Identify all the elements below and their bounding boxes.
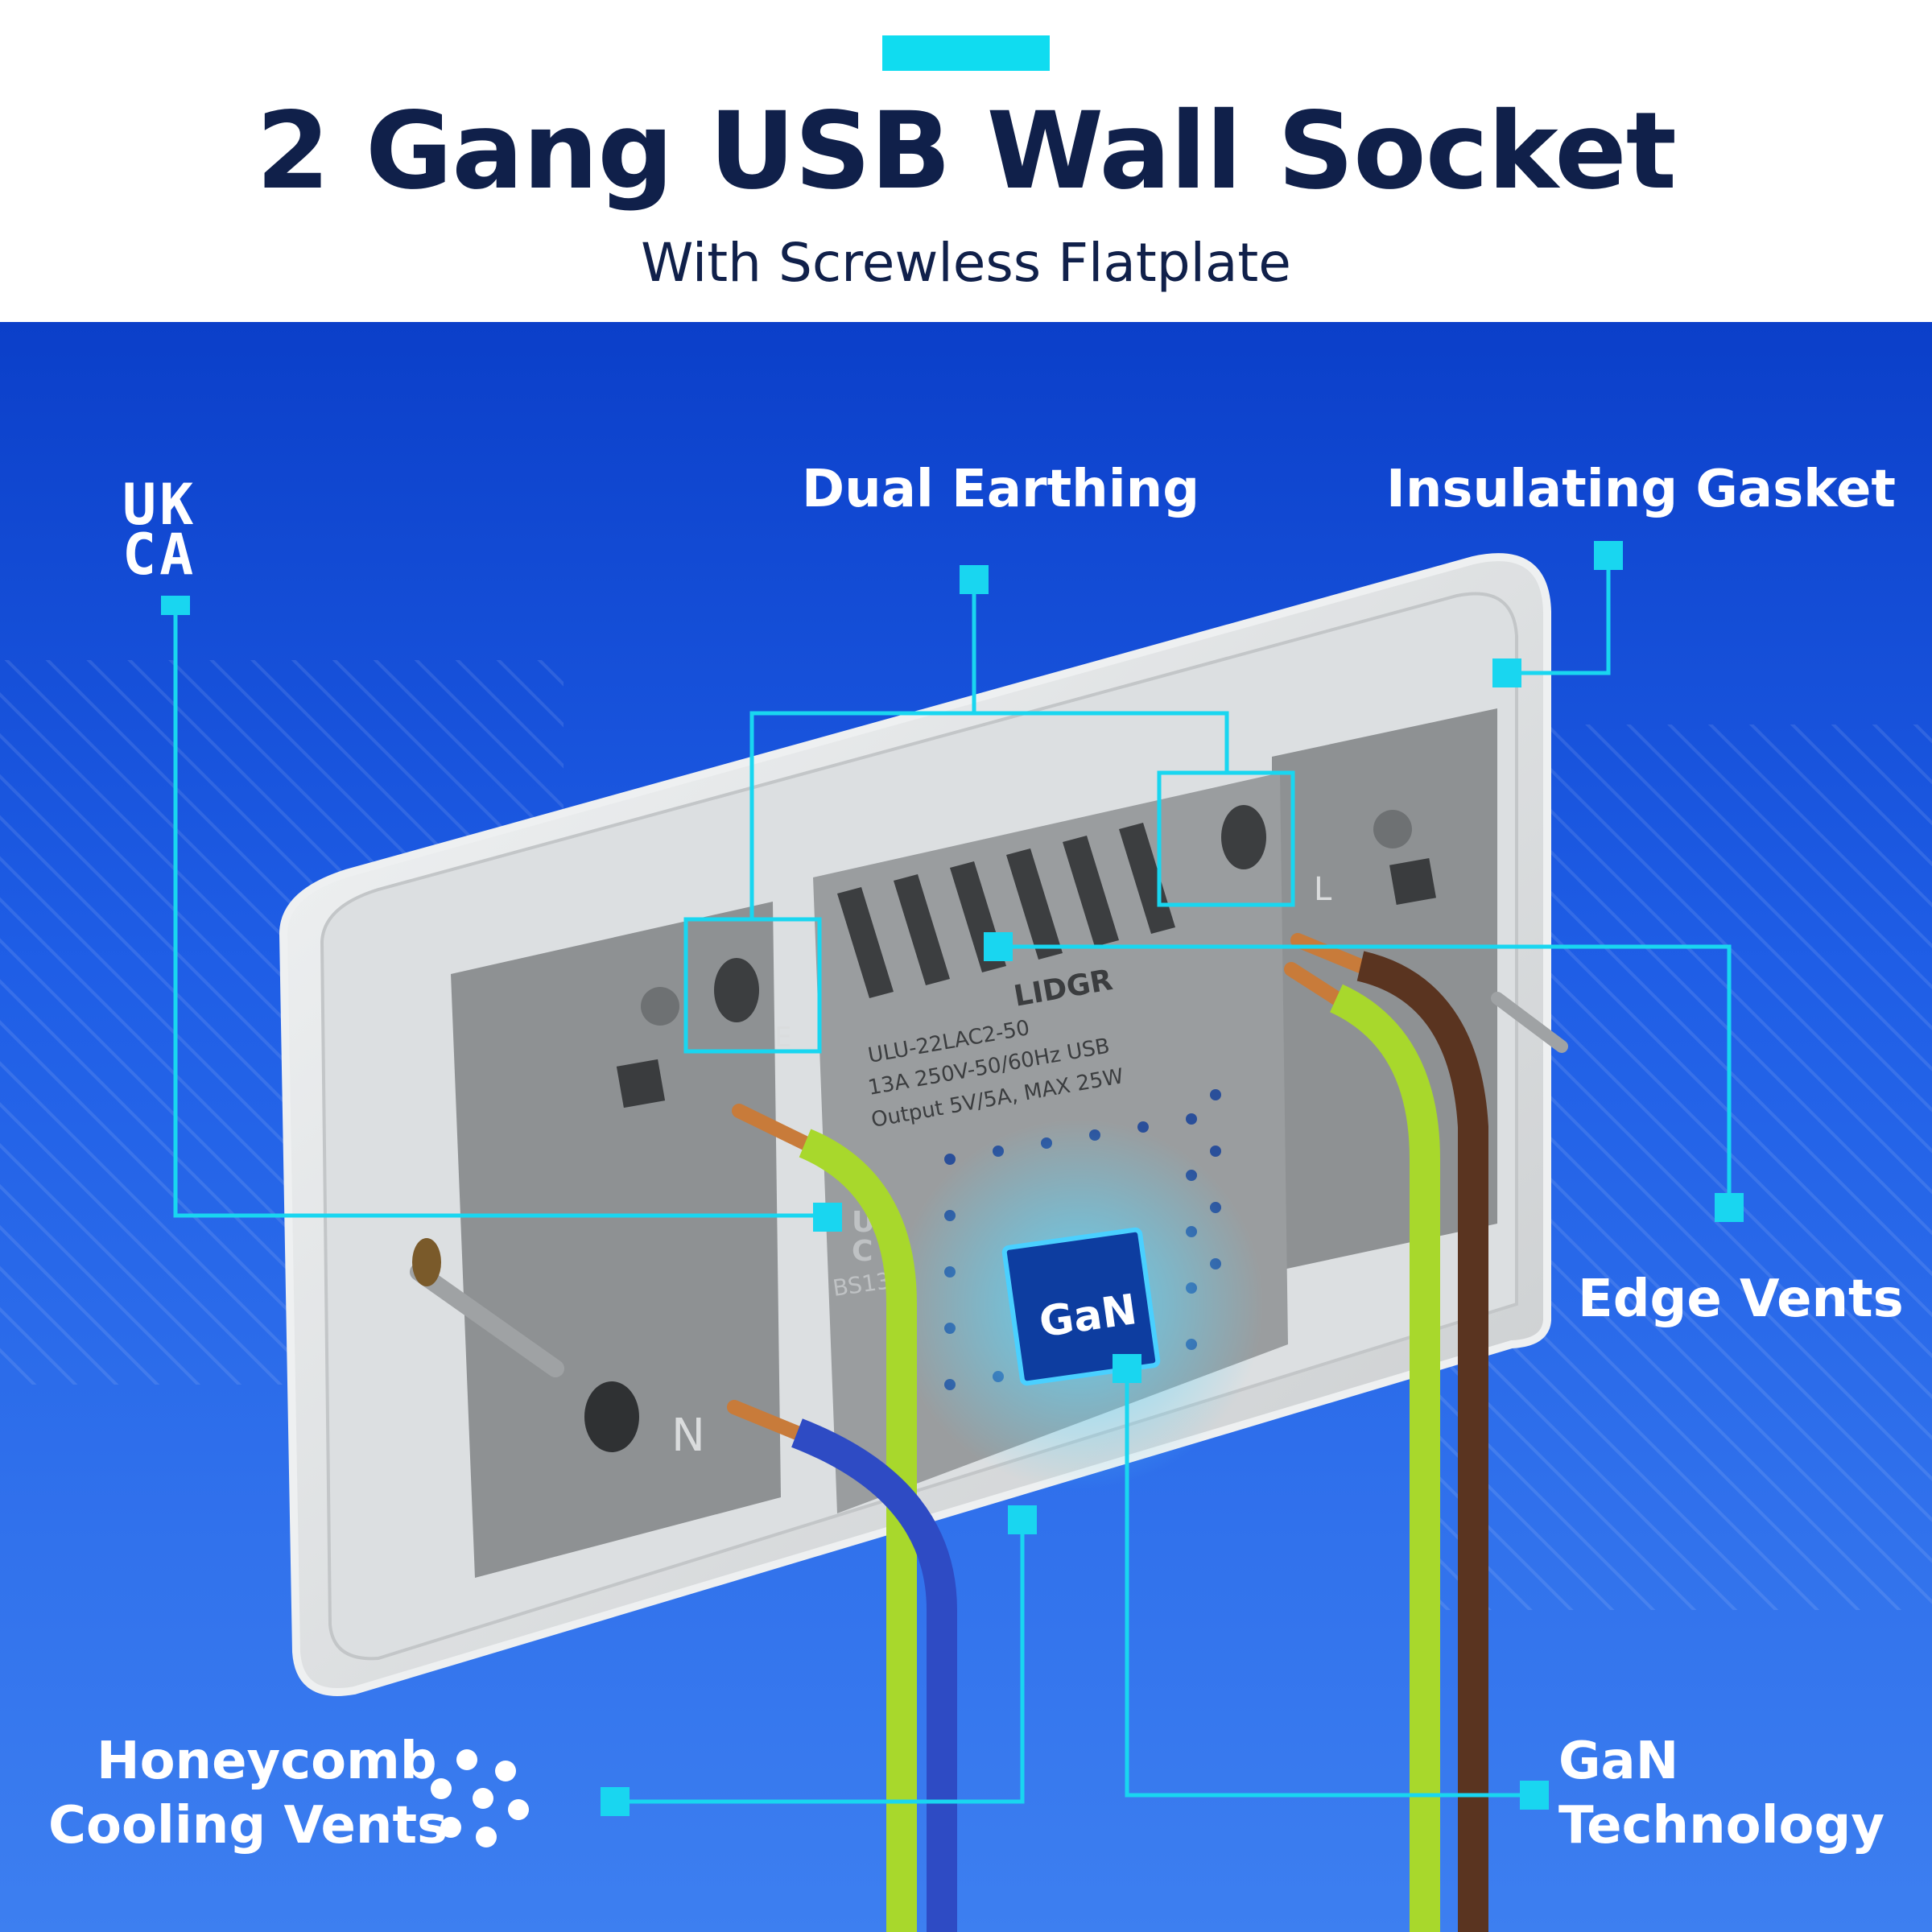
- callout-gan-line-2: Technology: [1558, 1796, 1885, 1856]
- terminal-label-earth: E: [774, 1022, 791, 1054]
- earth-terminal-right: [1221, 805, 1266, 869]
- callout-honeycomb-line-2: Cooling Vents: [48, 1796, 448, 1856]
- earth-pin-hole-right: [1389, 858, 1436, 905]
- accent-bar: [882, 35, 1050, 71]
- callout-leader-lines: [173, 555, 1732, 1804]
- header-banner: 2 Gang USB Wall Socket With Screwless Fl…: [0, 0, 1932, 322]
- terminal-label-neutral: N: [671, 1410, 705, 1462]
- body-mark-c: C: [852, 1235, 873, 1268]
- callout-insulating-gasket: Insulating Gasket: [1386, 460, 1896, 519]
- callout-markers: [161, 541, 1744, 1816]
- page-subtitle: With Screwless Flatplate: [641, 232, 1291, 294]
- wire-earth-left: [799, 1129, 917, 1932]
- callout-honeycomb-line-1: Honeycomb: [97, 1732, 437, 1791]
- copper-conductors: [727, 933, 1368, 1440]
- terminal-label-live: L: [1314, 871, 1332, 908]
- honeycomb-dots-icon: [431, 1749, 529, 1847]
- earth-pin-hole-left: [616, 1059, 666, 1108]
- mount-hole-left: [641, 987, 679, 1026]
- neutral-pin-hole: [584, 1381, 639, 1452]
- mount-hole-right: [1373, 810, 1412, 848]
- mounting-screw-right: [1491, 992, 1568, 1053]
- mounting-screw-left: [410, 1238, 564, 1377]
- callout-dual-earthing: Dual Earthing: [802, 460, 1200, 519]
- ukca-mark: UK CA: [122, 472, 227, 588]
- socket-module-left: [451, 902, 781, 1578]
- earth-terminal-left: [714, 958, 759, 1022]
- callout-edge-vents: Edge Vents: [1578, 1269, 1904, 1329]
- wire-earth-right: [1329, 984, 1440, 1932]
- page-title: 2 Gang USB Wall Socket: [256, 89, 1677, 213]
- wire-neutral: [791, 1418, 957, 1932]
- gan-chip: [1001, 1227, 1161, 1386]
- wire-live: [1356, 951, 1488, 1932]
- callout-gan-line-1: GaN: [1558, 1732, 1679, 1791]
- ukca-line-2: CA: [122, 522, 197, 588]
- ukca-line-1: UK: [122, 472, 197, 538]
